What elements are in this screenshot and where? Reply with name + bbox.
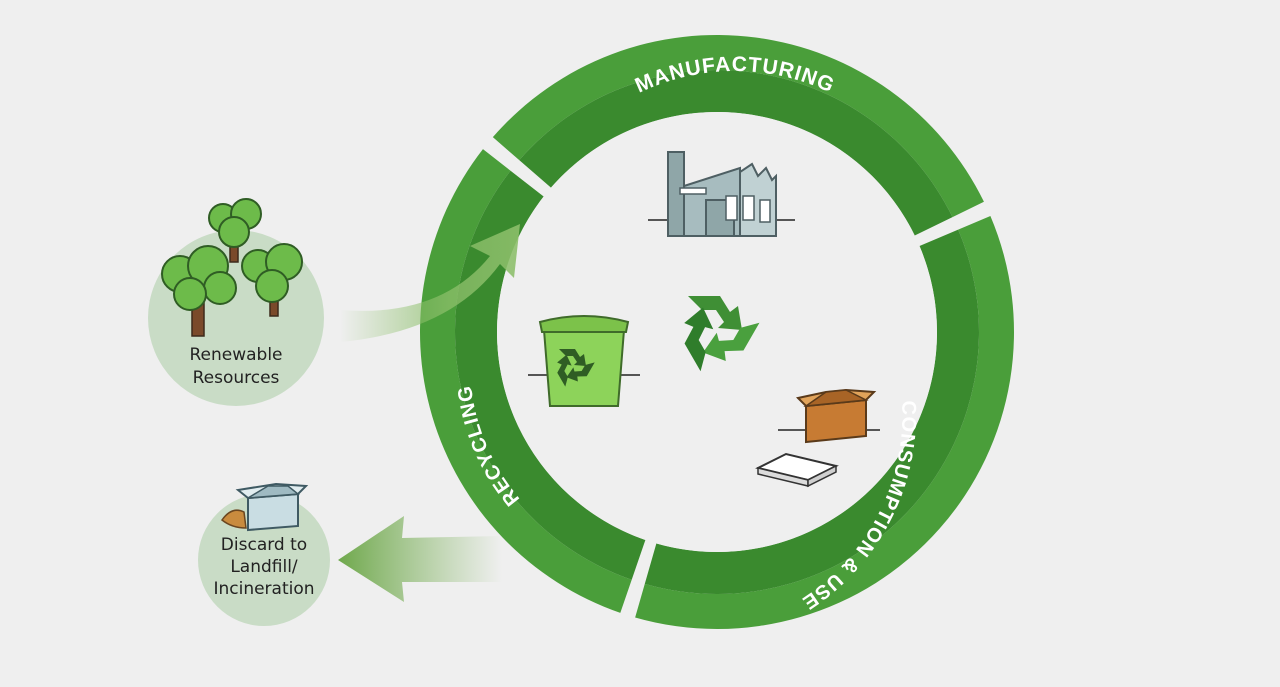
ring-segment-inner-band bbox=[455, 170, 646, 580]
discard-label-line2: Landfill/ bbox=[230, 557, 298, 577]
discard-label-line1: Discard to bbox=[221, 535, 307, 555]
renewable-label-line2: Resources bbox=[193, 368, 280, 388]
ring-segment-outer-band bbox=[419, 149, 632, 613]
cycle-ring bbox=[419, 35, 1014, 630]
output-arrow bbox=[338, 516, 502, 602]
ring-segment-recycling bbox=[419, 149, 646, 613]
ring-segment-inner-band bbox=[644, 229, 979, 594]
recycling-bin-icon bbox=[528, 315, 640, 407]
recycle-symbol-icon bbox=[684, 296, 760, 372]
paper-stack-icon bbox=[755, 452, 839, 488]
trees-icon bbox=[161, 198, 303, 337]
ring-segment-outer-band bbox=[492, 35, 984, 218]
factory-icon bbox=[648, 151, 795, 237]
cardboard-box-icon bbox=[778, 388, 880, 444]
renewable-label-line1: Renewable bbox=[189, 345, 282, 365]
ring-segment-manufacturing bbox=[492, 35, 984, 236]
ring-inner-area bbox=[497, 112, 937, 552]
input-arrow bbox=[340, 224, 520, 342]
ring-segment-outer-band bbox=[635, 215, 1014, 630]
ring-segment-inner-band bbox=[519, 69, 953, 236]
discarded-box-icon bbox=[220, 482, 309, 532]
discard-label-line3: Incineration bbox=[213, 579, 314, 599]
ring-segment-consumption bbox=[635, 215, 1014, 630]
